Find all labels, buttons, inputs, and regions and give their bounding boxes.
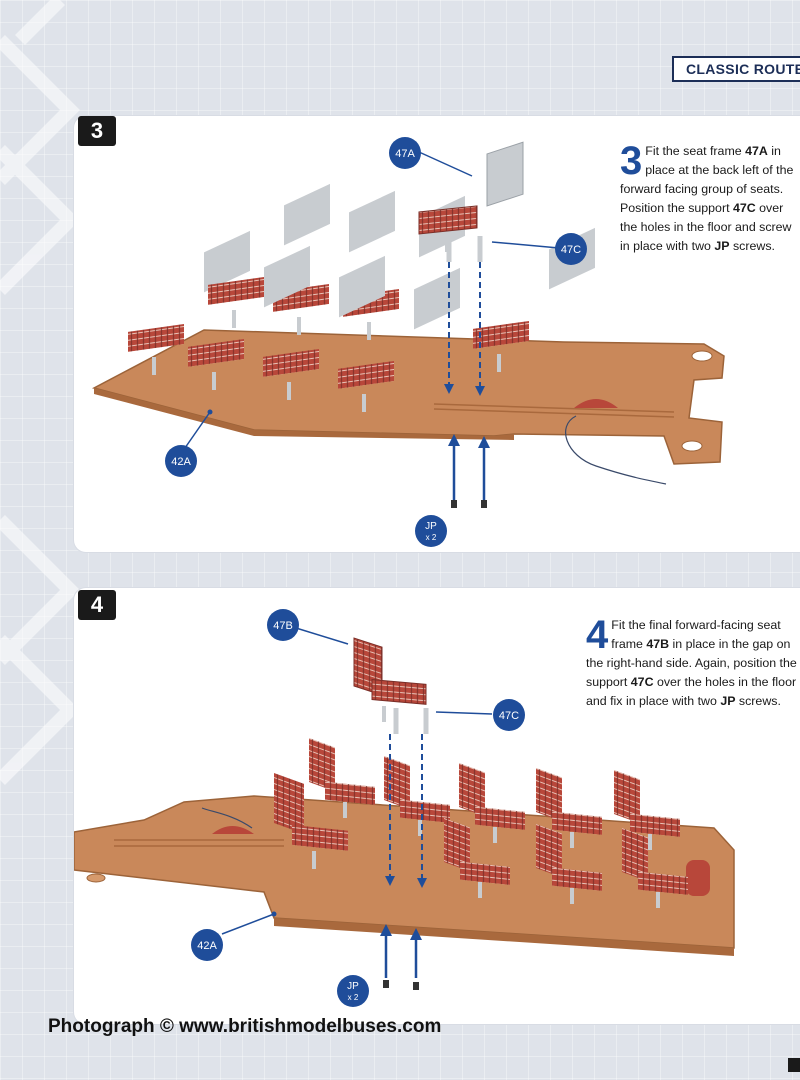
screw-arrows [380,924,422,990]
callout-42a: 42A [191,929,223,961]
callout-47c-label: 47C [561,244,581,256]
step-3-illustration [91,141,725,508]
callout-jp-qty: x 2 [426,533,437,542]
step-3-dropcap: 3 [620,139,643,183]
step-4-badge: 4 [78,590,116,620]
callout-jp: JP x 2 [415,515,447,547]
step-4-panel: 4 [74,588,800,1024]
callout-47c: 47C [555,233,587,265]
callout-47a: 47A [389,137,421,169]
step-3-badge: 3 [78,116,116,146]
seat-frame-47b [353,637,427,722]
step-4-dropcap: 4 [586,613,609,657]
callout-47a-label: 47A [395,148,415,160]
support-47c [393,708,429,734]
callout-jp-label: JP [347,981,359,992]
callout-47c-label: 47C [499,710,519,722]
callout-42a-label: 42A [171,456,191,468]
callout-47b-label: 47B [273,620,293,632]
series-title-tab: CLASSIC ROUTEMASTER [672,56,800,82]
callout-47c: 47C [493,699,525,731]
series-title: CLASSIC ROUTEMASTER [686,61,800,77]
screw-arrows [448,434,490,508]
callout-jp: JP x 2 [337,975,369,1007]
seat-frame-47a [418,141,524,252]
callout-42a: 42A [165,445,197,477]
callout-42a-label: 42A [197,940,217,952]
seat-row-group [128,183,595,412]
callout-jp-qty: x 2 [348,993,359,1002]
callout-jp-label: JP [425,521,437,532]
support-47c [446,236,483,262]
step-4-illustration [74,627,735,990]
page-corner-mark [788,1058,800,1072]
photo-credit: Photograph © www.britishmodelbuses.com [48,1016,442,1037]
seat-row-group [274,738,688,908]
step-3-panel: 3 [74,116,800,552]
callout-47b: 47B [267,609,299,641]
